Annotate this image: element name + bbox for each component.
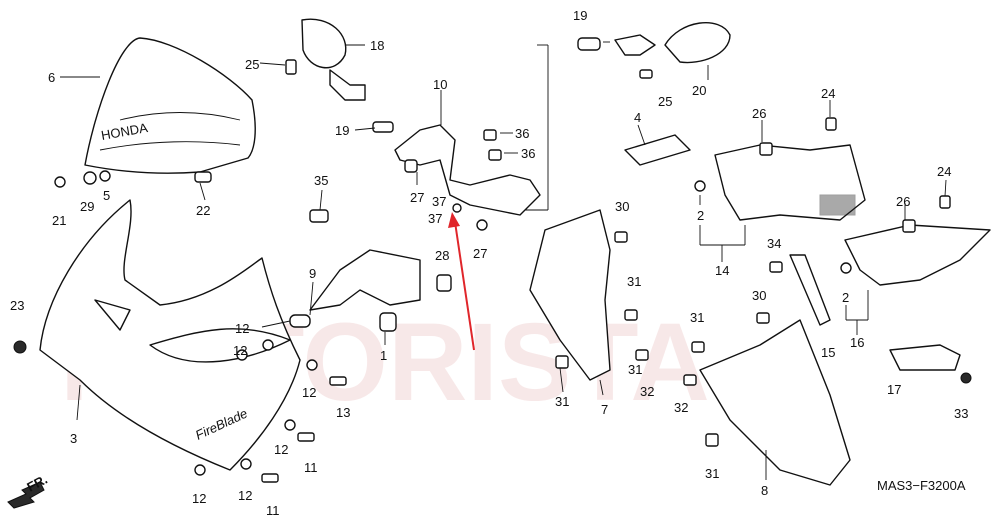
callout-21: 21: [52, 213, 66, 228]
callout-17: 17: [887, 382, 901, 397]
callout-27: 27: [473, 246, 487, 261]
callout-19: 19: [573, 8, 587, 23]
callout-labels: 6 25 18 19 20 25 10 19 36 36 4 26 24 5 2…: [10, 8, 968, 516]
callout-31: 31: [690, 310, 704, 325]
pointer-arrow: [448, 212, 475, 351]
callout-11: 11: [304, 460, 318, 475]
callout-4: 4: [634, 110, 641, 125]
inner-cover-14: [714, 144, 866, 221]
callout-6: 6: [48, 70, 55, 85]
callout-15: 15: [821, 345, 835, 360]
callout-26: 26: [752, 106, 766, 121]
callout-7: 7: [601, 402, 608, 417]
windscreen: HONDA: [84, 37, 256, 174]
callout-11: 11: [266, 503, 280, 516]
callout-37: 37: [428, 211, 442, 226]
callout-14: 14: [715, 263, 729, 278]
front-direction-arrow: FR.: [7, 472, 50, 509]
callout-25: 25: [658, 94, 672, 109]
callout-24: 24: [821, 86, 835, 101]
bracket-15: [789, 254, 831, 326]
callout-16: 16: [850, 335, 864, 350]
callout-28: 28: [435, 248, 449, 263]
diagram-code: MAS3−F3200A: [877, 478, 966, 493]
callout-24: 24: [937, 164, 951, 179]
callout-5: 5: [103, 188, 110, 203]
callout-35: 35: [314, 173, 328, 188]
callout-29: 29: [80, 199, 94, 214]
callout-22: 22: [196, 203, 210, 218]
callout-32: 32: [674, 400, 688, 415]
callout-1: 1: [380, 348, 387, 363]
callout-12: 12: [274, 442, 288, 457]
callout-9: 9: [309, 266, 316, 281]
callout-30: 30: [615, 199, 629, 214]
callout-36: 36: [521, 146, 535, 161]
cowl-stay: [394, 124, 541, 216]
callout-3: 3: [70, 431, 77, 446]
callout-12: 12: [233, 343, 247, 358]
bracket-4: [624, 134, 691, 166]
upper-cowl: FireBlade: [39, 199, 301, 471]
callout-33: 33: [954, 406, 968, 421]
callout-37: 37: [432, 194, 446, 209]
callout-27: 27: [410, 190, 424, 205]
callout-26: 26: [896, 194, 910, 209]
callout-8: 8: [761, 483, 768, 498]
bracket-17: [889, 344, 961, 371]
fasteners: [13, 37, 972, 483]
callout-18: 18: [370, 38, 384, 53]
callout-32: 32: [640, 384, 654, 399]
left-mirror: [301, 18, 366, 101]
callout-12: 12: [192, 491, 206, 506]
under-cowl: [699, 319, 851, 486]
callout-31: 31: [627, 274, 641, 289]
callout-25: 25: [245, 57, 259, 72]
callout-31: 31: [555, 394, 569, 409]
callout-30: 30: [752, 288, 766, 303]
callout-20: 20: [692, 83, 706, 98]
callout-23: 23: [10, 298, 24, 313]
callout-12: 12: [235, 321, 249, 336]
leader-lines: [60, 41, 947, 480]
inner-panel: [529, 209, 611, 381]
callout-19: 19: [335, 123, 349, 138]
callout-2: 2: [842, 290, 849, 305]
callout-31: 31: [705, 466, 719, 481]
callout-34: 34: [767, 236, 781, 251]
callout-13: 13: [336, 405, 350, 420]
callout-36: 36: [515, 126, 529, 141]
right-mirror: [614, 21, 731, 64]
callout-12: 12: [302, 385, 316, 400]
callout-2: 2: [697, 208, 704, 223]
callout-12: 12: [238, 488, 252, 503]
callout-10: 10: [433, 77, 447, 92]
callout-31: 31: [628, 362, 642, 377]
inner-cover-16: [844, 224, 991, 286]
